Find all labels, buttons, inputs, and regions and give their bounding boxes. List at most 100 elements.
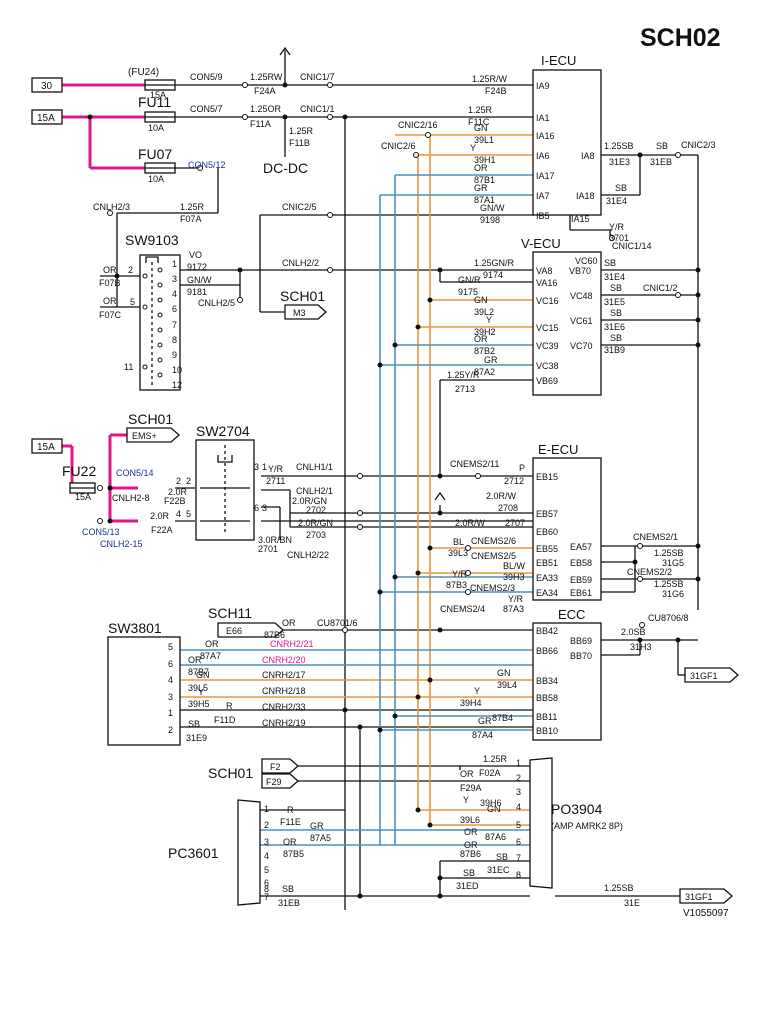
vecu-pin: VA16 [536,278,557,288]
conn-label: CNEMS2/4 [440,604,485,614]
wire-label: 1.25R/W [472,74,508,84]
sw2704-pin: 1 [262,462,267,472]
vecu-box: V-ECU VA8 VA16 VC16 VC15 VC39 VC38 VB69 … [521,236,602,396]
sw3801-pin: 6 [168,659,173,669]
fu11-label: FU11 [138,94,171,110]
wire-label: Y [463,795,469,805]
wire-label: 1.25R [483,754,508,764]
iecu-pin: IA1 [536,113,550,123]
po3904-pin: 6 [516,837,521,847]
sw2704-title: SW2704 [196,423,250,439]
po3904-pin: 8 [516,870,521,880]
wire-label: Y [470,143,476,153]
wire-label: Y [486,315,492,325]
eecu-pin: EA57 [570,542,592,552]
wire-label: F07C [99,310,122,320]
wire-label: SB [604,258,616,268]
wire-label: 87B7 [188,667,209,677]
wire-label: 2707 [505,518,525,528]
wire-label: F24A [254,86,276,96]
wire-label: Y/R [508,594,524,604]
eecu-pin: EB61 [570,588,592,598]
wire-label: GN [474,295,488,305]
conn-label: CNIC2/3 [681,140,716,150]
sw2704-pin: 6 [254,503,259,513]
fu22-label: FU22 [62,463,96,479]
wire-label: 9172 [187,262,207,272]
wire-label: Y/R [268,464,284,474]
wire-label: SB [496,852,508,862]
wire-label: 9175 [458,287,478,297]
wire-label: GN [497,668,511,678]
power-15a-mid-label: 15A [37,442,55,453]
wire-label: 87B1 [474,175,495,185]
po3904-subtitle: (AMP AMRK2 8P) [551,821,623,831]
vecu-pin: VC48 [570,291,593,301]
wire-label: OR [464,840,478,850]
vecu-pin: VA8 [536,266,552,276]
wire-label: 2.0R/W [455,518,486,528]
wire-label: 39L2 [474,307,494,317]
conn-label: CU8706/8 [648,613,689,623]
vecu-title: V-ECU [521,236,561,251]
wire-label: 87A7 [200,651,221,661]
vecu-pin: VB70 [569,266,591,276]
sw9103-pin: 8 [172,335,177,345]
wire-label: 31E6 [604,322,625,332]
blue-wires [180,174,533,846]
eecu-box: E-ECU EB15 EB57 EB60 EB55 EB51 EA33 EA34… [519,442,602,601]
connector-labels: CON5/9 CNIC1/7 CON5/7 CNIC1/1 CNIC2/16 C… [82,72,716,728]
wire-label: OR [283,837,297,847]
wire-label: 2711 [266,476,285,486]
wire-label: OR [474,334,488,344]
wire-label: 87B5 [283,849,304,859]
conn-label: CNIC2/5 [282,202,317,212]
wire-label: F11E [280,817,301,827]
sw9103-pin: 3 [172,274,177,284]
wire-label: 87A4 [472,730,493,740]
eecu-pin: EA34 [536,588,558,598]
wire-label: 31EB [278,898,300,908]
ecc-pin: BB11 [536,712,557,722]
wire-label: 2703 [306,530,326,540]
conn-label: CNEMS2/11 [450,459,499,469]
wire-label: R [287,805,294,815]
iecu-box: I-ECU IA9 IA1 IA16 IA6 IA17 IA7 IB5 IA8 … [532,53,602,224]
fuse-fu22: FU22 15A CON5/14 [62,463,154,502]
pc3601-pin: 2 [264,820,269,830]
pc3601-title: PC3601 [168,845,219,861]
conn-label: CNLH2/5 [198,298,235,308]
sw9103-pin: 6 [172,304,177,314]
conn-label: CNLH2/2 [282,258,319,268]
ref-31gf1-bottom: 31GF1 [679,888,733,904]
wire-label: 1.25Y/R [447,370,480,380]
wire-label: SB [610,333,622,343]
wire-label: OR [103,296,117,306]
wire-label: R [226,701,233,711]
conn-label: CNIC1/7 [300,72,335,82]
conn-label: CNEMS2/6 [471,536,516,546]
wire-label: F07B [99,278,121,288]
wire-label: 31E3 [609,157,630,167]
eecu-pin: EA33 [536,573,558,583]
conn-label: CNRH2/18 [262,686,306,696]
wire-label: 9174 [483,270,503,280]
conn-label: CNEMS2/2 [627,567,672,577]
conn-label: CNEMS2/1 [633,532,678,542]
conn-label: CNEMS2/3 [470,583,515,593]
ref-31gf1: 31GF1 [685,892,713,902]
ecc-box: ECC BB42 BB66 BB34 BB58 BB11 BB10 BB69 B… [532,607,602,741]
conn-label: CNIC1/2 [643,283,678,293]
wire-label: 1.25SB [604,141,634,151]
wire-label: Y/R [609,222,625,232]
wire-label: 1.25RW [250,72,283,82]
switch-sw9103: SW9103 1 2 3 4 5 6 7 8 9 10 11 12 [124,232,182,391]
po3904-title: PO3904 [551,801,603,817]
wire-label: 2713 [455,384,475,394]
wire-label: 2702 [306,505,326,515]
conn-label: CNIC2/16 [398,120,438,130]
wire-label: BL [453,537,464,547]
wire-label: 39H5 [188,699,210,709]
pc3601-pin: 8 [264,884,269,894]
conn-label: CNRH2/33 [262,702,306,712]
